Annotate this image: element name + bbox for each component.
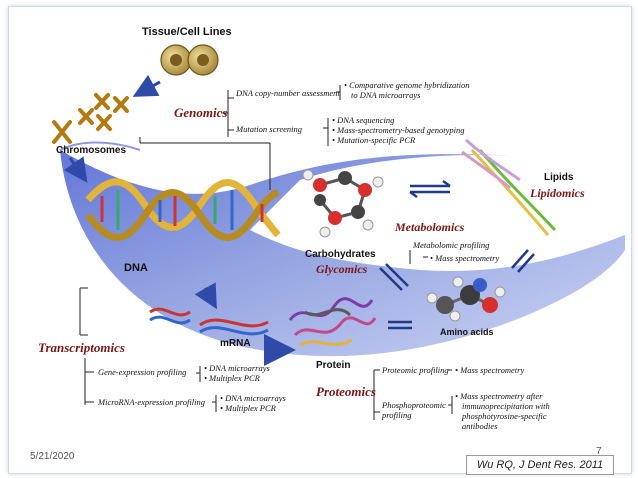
chromosome-icon bbox=[52, 93, 129, 144]
copy-number-method-1: Comparative genome hybridization bbox=[349, 80, 470, 90]
phospho-line-2: profiling bbox=[382, 410, 412, 420]
lipidomics-heading: Lipidomics bbox=[530, 186, 585, 200]
phosphoproteomic-method: • Mass spectrometry after immunoprecipit… bbox=[455, 391, 550, 431]
gene-expression-profiling: Gene-expression profiling bbox=[98, 367, 187, 377]
phospho-line-1: Phosphoproteomic bbox=[382, 400, 446, 410]
carbohydrates-label: Carbohydrates bbox=[305, 249, 376, 260]
equilibrium-arrow-protein-amino bbox=[388, 320, 412, 330]
gene-expr-method-1: DNA microarrays bbox=[209, 363, 270, 373]
amino-acids-label: Amino acids bbox=[440, 327, 494, 337]
mirna-method-2: Multiplex PCR bbox=[225, 403, 276, 413]
mirna-method-1: DNA microarrays bbox=[225, 393, 286, 403]
lipids-label: Lipids bbox=[544, 172, 574, 183]
genomics-mutation-screening: Mutation screening bbox=[236, 124, 303, 134]
proteomic-method-text: Mass spectrometry bbox=[460, 365, 525, 375]
phosphoproteomic-profiling: Phosphoproteomic profiling bbox=[382, 400, 446, 420]
glycomics-heading: Glycomics bbox=[316, 262, 368, 276]
lipid-molecule-icon bbox=[461, 138, 557, 236]
genomics-mutation-methods: • DNA sequencing • Mass-spectrometry-bas… bbox=[332, 115, 465, 145]
tissue-label: Tissue/Cell Lines bbox=[142, 26, 232, 38]
slide-page-number: 7 bbox=[596, 446, 602, 457]
amino-acid-molecule-icon bbox=[426, 276, 506, 322]
phospho-method-2: immunoprecipitation with bbox=[462, 401, 550, 411]
dna-helix-icon bbox=[85, 178, 281, 241]
microrna-methods: • DNA microarrays • Multiplex PCR bbox=[220, 393, 286, 413]
carbohydrate-molecule-icon bbox=[302, 169, 384, 238]
arrow-dna-to-mrna bbox=[194, 282, 217, 310]
citation-box: Wu RQ, J Dent Res. 2011 bbox=[466, 455, 614, 475]
cell-icon bbox=[160, 44, 219, 76]
connector-lines bbox=[79, 85, 453, 420]
phospho-method-4: antibodies bbox=[462, 421, 498, 431]
mutation-method-2: Mass-spectrometry-based genotyping bbox=[337, 125, 465, 135]
phospho-method-3: phosphotyrosine-specific bbox=[462, 411, 547, 421]
proteomic-profiling-method: • Mass spectrometry bbox=[455, 365, 525, 375]
copy-number-method-2: to DNA microarrays bbox=[351, 90, 421, 100]
metabolomic-profiling: Metabolomic profiling bbox=[413, 240, 490, 250]
equilibrium-arrow-carb-amino bbox=[379, 263, 409, 291]
arrow-chromosomes-to-dna bbox=[63, 156, 88, 183]
mutation-method-1: DNA sequencing bbox=[337, 115, 395, 125]
protein-icon bbox=[288, 297, 377, 347]
dna-label: DNA bbox=[124, 262, 148, 274]
gene-expr-method-2: Multiplex PCR bbox=[209, 373, 260, 383]
arrow-cells-to-chromosomes bbox=[132, 74, 161, 97]
mrna-label: mRNA bbox=[220, 338, 251, 349]
metabolomic-method: • Mass spectrometry bbox=[430, 253, 500, 263]
gene-expression-methods: • DNA microarrays • Multiplex PCR bbox=[204, 363, 270, 383]
genomics-copy-number: DNA copy-number assessment bbox=[236, 88, 340, 98]
mutation-method-3: Mutation-specific PCR bbox=[337, 135, 416, 145]
protein-label: Protein bbox=[316, 360, 351, 371]
genomics-copy-number-method: • Comparative genome hybridization to DN… bbox=[344, 80, 470, 100]
microrna-expression-profiling: MicroRNA-expression profiling bbox=[98, 397, 205, 407]
proteomic-profiling: Proteomic profiling bbox=[382, 365, 449, 375]
proteomics-heading: Proteomics bbox=[316, 384, 376, 399]
phospho-method-1: Mass spectrometry after bbox=[460, 391, 543, 401]
chromosomes-label: Chromosomes bbox=[56, 145, 127, 156]
transcriptomics-heading: Transcriptomics bbox=[38, 340, 125, 355]
equilibrium-arrow-lipid-amino bbox=[511, 249, 535, 273]
genomics-heading: Genomics bbox=[174, 105, 228, 120]
metabolomics-heading: Metabolomics bbox=[395, 220, 465, 234]
equilibrium-arrow-carb-lipid bbox=[409, 179, 451, 199]
mrna-icon bbox=[149, 307, 269, 336]
slide-date: 5/21/2020 bbox=[30, 451, 75, 462]
metabolomic-method-text: Mass spectrometry bbox=[435, 253, 500, 263]
